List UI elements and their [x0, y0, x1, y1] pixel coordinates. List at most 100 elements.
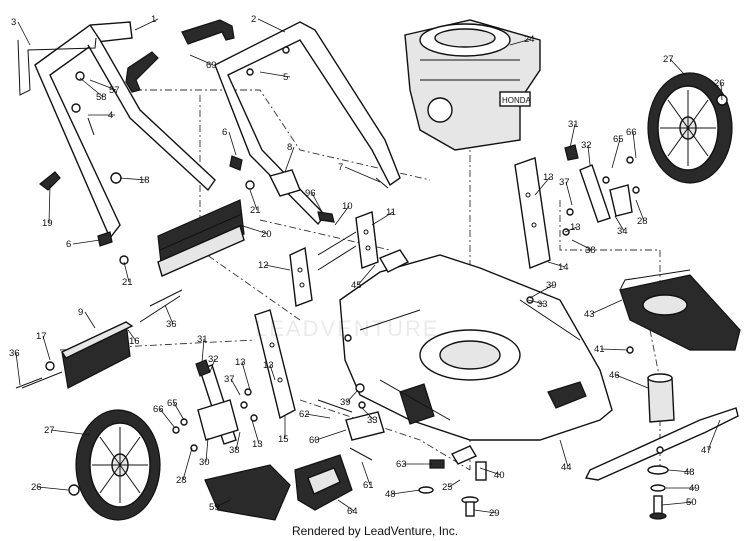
- callout-26: 26: [714, 78, 725, 89]
- upper-handle: [17, 21, 216, 240]
- callout-44: 44: [561, 462, 572, 473]
- leader-line-44: [559, 439, 569, 468]
- leader-line-24: [509, 38, 532, 46]
- callout-13: 13: [570, 222, 581, 233]
- callout-11: 11: [386, 207, 396, 218]
- leader-line-36: [15, 352, 21, 386]
- callout-31: 31: [568, 119, 579, 130]
- leader-line-3: [17, 21, 31, 46]
- leader-line-26: [37, 486, 69, 491]
- leader-line-25: [448, 479, 461, 488]
- callout-12: 12: [258, 260, 269, 271]
- callout-30: 30: [199, 457, 210, 468]
- leader-line-33: [361, 407, 375, 421]
- lower-hardware: [345, 411, 487, 517]
- callout-33: 33: [537, 299, 548, 310]
- callout-96: 96: [305, 188, 316, 199]
- leader-line-38: [571, 239, 593, 251]
- cable-clips: [268, 169, 389, 223]
- callout-61: 61: [363, 480, 374, 491]
- callout-13: 13: [543, 172, 554, 183]
- leader-line-96: [311, 192, 323, 213]
- callout-1: 1: [151, 14, 156, 25]
- leader-line-9: [84, 311, 96, 329]
- leader-line-61: [361, 461, 371, 486]
- leader-line-65: [173, 402, 185, 421]
- leader-line-40: [479, 467, 502, 476]
- leader-line-17: [42, 335, 51, 361]
- callout-36: 36: [9, 348, 20, 359]
- callout-4: 4: [108, 110, 113, 121]
- callout-28: 28: [176, 475, 187, 486]
- callout-69: 69: [206, 60, 217, 71]
- leader-line-37: [565, 181, 573, 206]
- deck-baffle: [619, 269, 741, 351]
- leader-line-21: [249, 189, 258, 211]
- leader-line-1: [134, 18, 159, 31]
- callout-38: 38: [229, 445, 240, 456]
- callout-33: 33: [367, 415, 378, 426]
- leader-line-64: [337, 499, 355, 512]
- leader-line-66: [632, 131, 637, 159]
- callout-3: 3: [11, 17, 16, 28]
- callout-25: 25: [442, 482, 453, 493]
- handle-grips: [125, 19, 235, 93]
- callout-37: 37: [224, 374, 235, 385]
- callout-27: 27: [663, 54, 674, 65]
- callout-47: 47: [701, 445, 712, 456]
- leader-line-29: [473, 509, 497, 514]
- callout-16: 16: [129, 336, 140, 347]
- watermark: LEADVENTURE: [255, 316, 440, 341]
- callout-57: 57: [109, 85, 120, 96]
- callout-39: 39: [546, 280, 557, 291]
- callout-26: 26: [31, 482, 42, 493]
- leader-line-62: [305, 413, 331, 419]
- leader-line-12: [264, 264, 291, 271]
- callout-64: 64: [347, 506, 358, 517]
- callout-leader-lines: [15, 18, 723, 514]
- callout-10: 10: [342, 201, 353, 212]
- callout-65: 65: [613, 134, 624, 145]
- leader-line-38: [235, 431, 241, 451]
- leader-line-47: [707, 419, 721, 451]
- callout-29: 29: [489, 508, 500, 519]
- callout-32: 32: [208, 354, 219, 365]
- footer-credit: Rendered by LeadVenture, Inc.: [291, 524, 459, 538]
- callout-15: 15: [278, 434, 289, 445]
- blade-bolts: [647, 465, 669, 520]
- leader-line-28: [635, 199, 645, 222]
- callout-66: 66: [153, 404, 164, 415]
- callout-58: 58: [96, 92, 107, 103]
- callout-62: 62: [299, 409, 310, 420]
- leader-line-45: [357, 264, 376, 286]
- callout-28: 28: [637, 216, 648, 227]
- leader-line-32: [209, 358, 216, 373]
- callout-48: 48: [684, 467, 695, 478]
- leader-line-69: [189, 54, 214, 66]
- leader-line-66: [159, 408, 176, 429]
- callout-9: 9: [78, 307, 83, 318]
- leader-line-34: [614, 215, 625, 232]
- leader-line-14: [547, 261, 566, 268]
- leader-line-31: [569, 123, 576, 149]
- leader-line-26: [720, 82, 723, 101]
- wheel-top-right: [647, 72, 733, 184]
- callout-49: 49: [689, 483, 700, 494]
- callout-63: 63: [396, 459, 407, 470]
- callout-39: 39: [340, 397, 351, 408]
- callout-24: 24: [524, 34, 535, 45]
- leader-line-21: [123, 261, 130, 283]
- leader-line-13: [534, 176, 551, 196]
- callout-59: 59: [209, 502, 220, 513]
- leader-line-59: [215, 499, 231, 508]
- leader-line-60: [315, 429, 347, 441]
- leader-line-6: [228, 131, 237, 156]
- leader-line-32: [587, 144, 591, 166]
- callout-65: 65: [167, 398, 178, 409]
- callout-66: 66: [626, 127, 637, 138]
- leader-line-57: [89, 79, 117, 91]
- leader-line-2: [257, 18, 286, 33]
- discharge-door: [21, 295, 181, 389]
- callout-38: 38: [585, 245, 596, 256]
